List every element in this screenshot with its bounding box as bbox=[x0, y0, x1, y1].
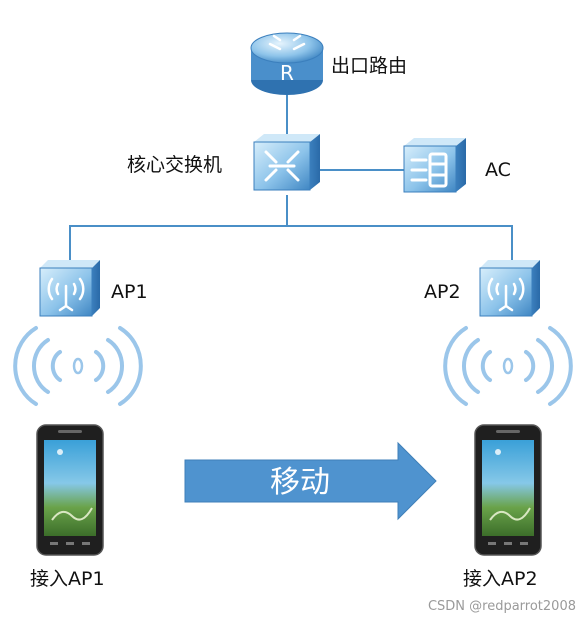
watermark: CSDN @redparrot2008 bbox=[428, 599, 576, 614]
ap1-label: AP1 bbox=[111, 281, 148, 303]
smartphone-icon-2 bbox=[474, 424, 542, 556]
phone2-label: 接入AP2 bbox=[463, 568, 538, 590]
ac-label: AC bbox=[485, 159, 511, 181]
router-icon: R bbox=[250, 32, 324, 95]
smartphone-icon-1 bbox=[36, 424, 104, 556]
move-arrow: 移动 bbox=[184, 441, 437, 521]
router-letter: R bbox=[280, 61, 294, 85]
wifi-signal-icon-ap2 bbox=[443, 326, 573, 406]
wifi-signal-icon-ap1 bbox=[13, 326, 143, 406]
link-trunk-horizontal bbox=[69, 225, 513, 262]
ac-controller-icon bbox=[403, 138, 466, 193]
router-label: 出口路由 bbox=[331, 55, 407, 77]
links bbox=[69, 95, 513, 262]
move-label: 移动 bbox=[270, 465, 330, 500]
ap1-icon bbox=[39, 260, 100, 317]
core-switch-icon bbox=[253, 134, 320, 191]
ap2-icon bbox=[479, 260, 540, 317]
core-switch-label: 核心交换机 bbox=[127, 154, 222, 176]
ap2-label: AP2 bbox=[424, 281, 461, 303]
phone1-label: 接入AP1 bbox=[30, 568, 105, 590]
